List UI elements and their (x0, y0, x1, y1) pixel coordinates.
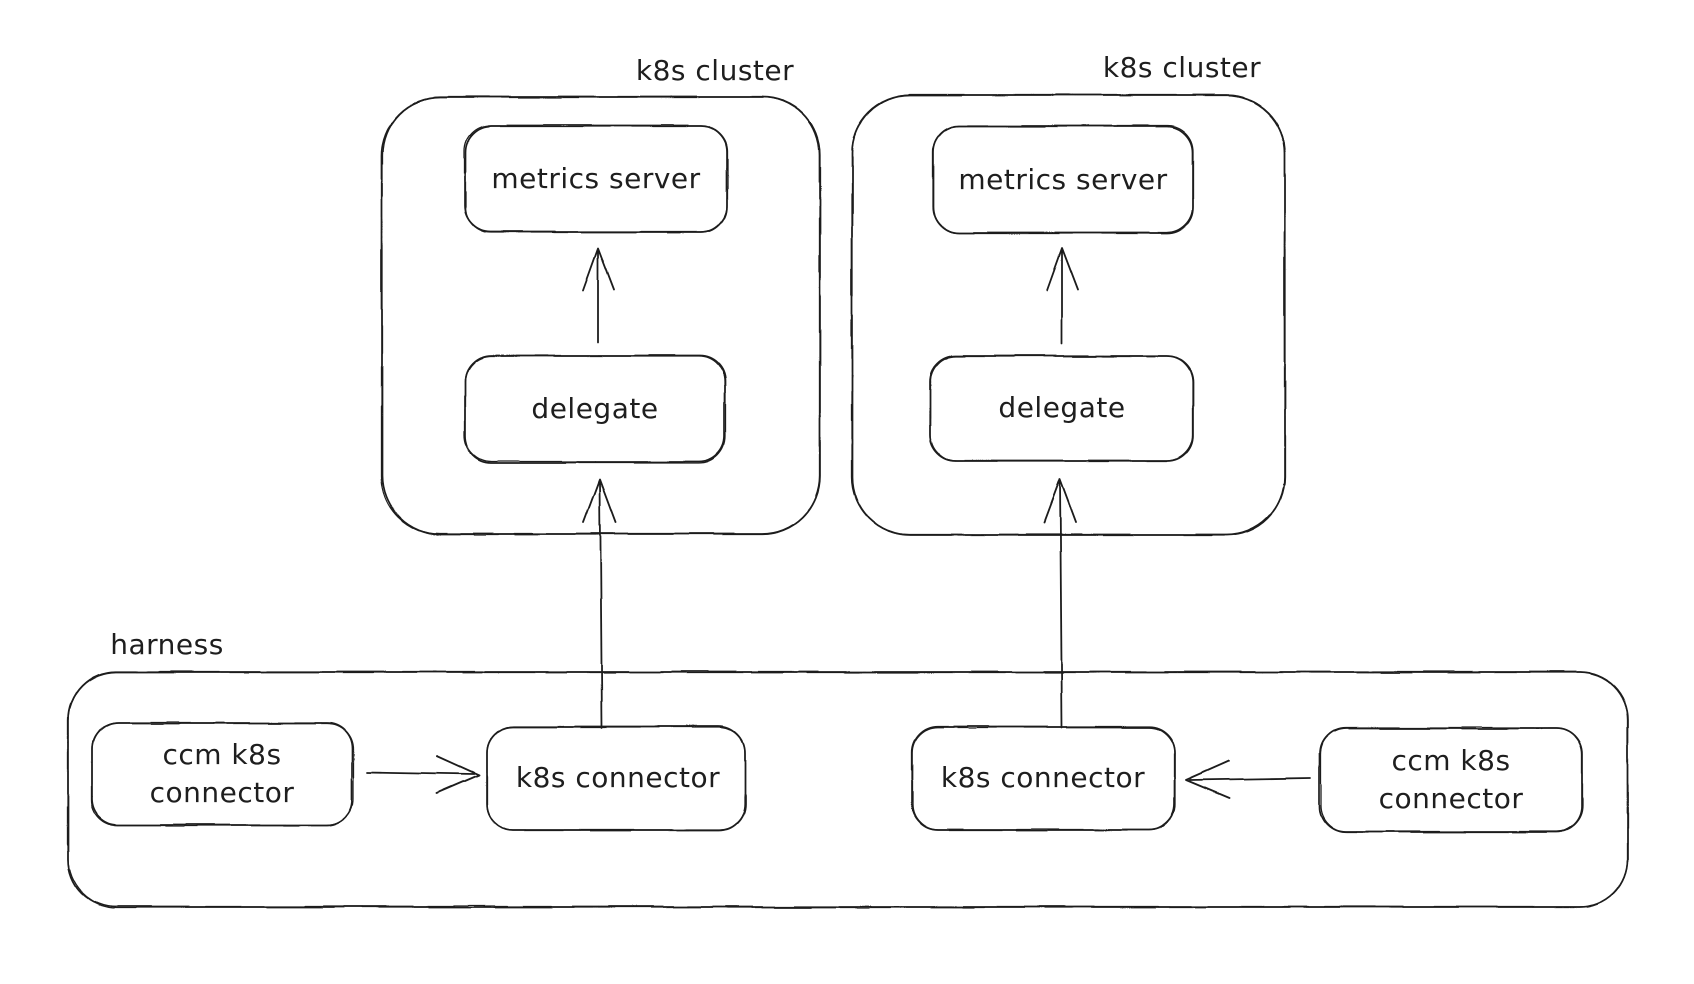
edge-delegate-to-metrics-server-right[interactable] (1046, 247, 1079, 344)
edges-layer (365, 247, 1311, 799)
cluster-label-left: k8s cluster (635, 54, 795, 87)
node-label-ccm-k8s-connector-left: ccm k8s connector (149, 738, 295, 809)
node-label-k8s-connector-left: k8s connector (515, 761, 721, 794)
harness-label: harness (110, 628, 224, 661)
cluster-label-right: k8s cluster (1102, 51, 1262, 84)
edge-k8s-connector-to-delegate-left[interactable] (583, 478, 617, 729)
edge-ccm-connector-to-k8s-connector-right[interactable] (1185, 760, 1311, 799)
node-label-ccm-k8s-connector-right: ccm k8s connector (1378, 744, 1524, 815)
node-label-metrics-server-right: metrics server (958, 163, 1168, 196)
edge-delegate-to-metrics-server-left[interactable] (582, 247, 615, 344)
node-label-metrics-server-left: metrics server (491, 162, 701, 195)
node-label-delegate-left: delegate (531, 392, 659, 425)
node-label-delegate-right: delegate (998, 391, 1126, 424)
node-label-k8s-connector-right: k8s connector (940, 761, 1146, 794)
edge-k8s-connector-to-delegate-right[interactable] (1043, 478, 1077, 729)
edge-ccm-connector-to-k8s-connector-left[interactable] (365, 755, 480, 794)
